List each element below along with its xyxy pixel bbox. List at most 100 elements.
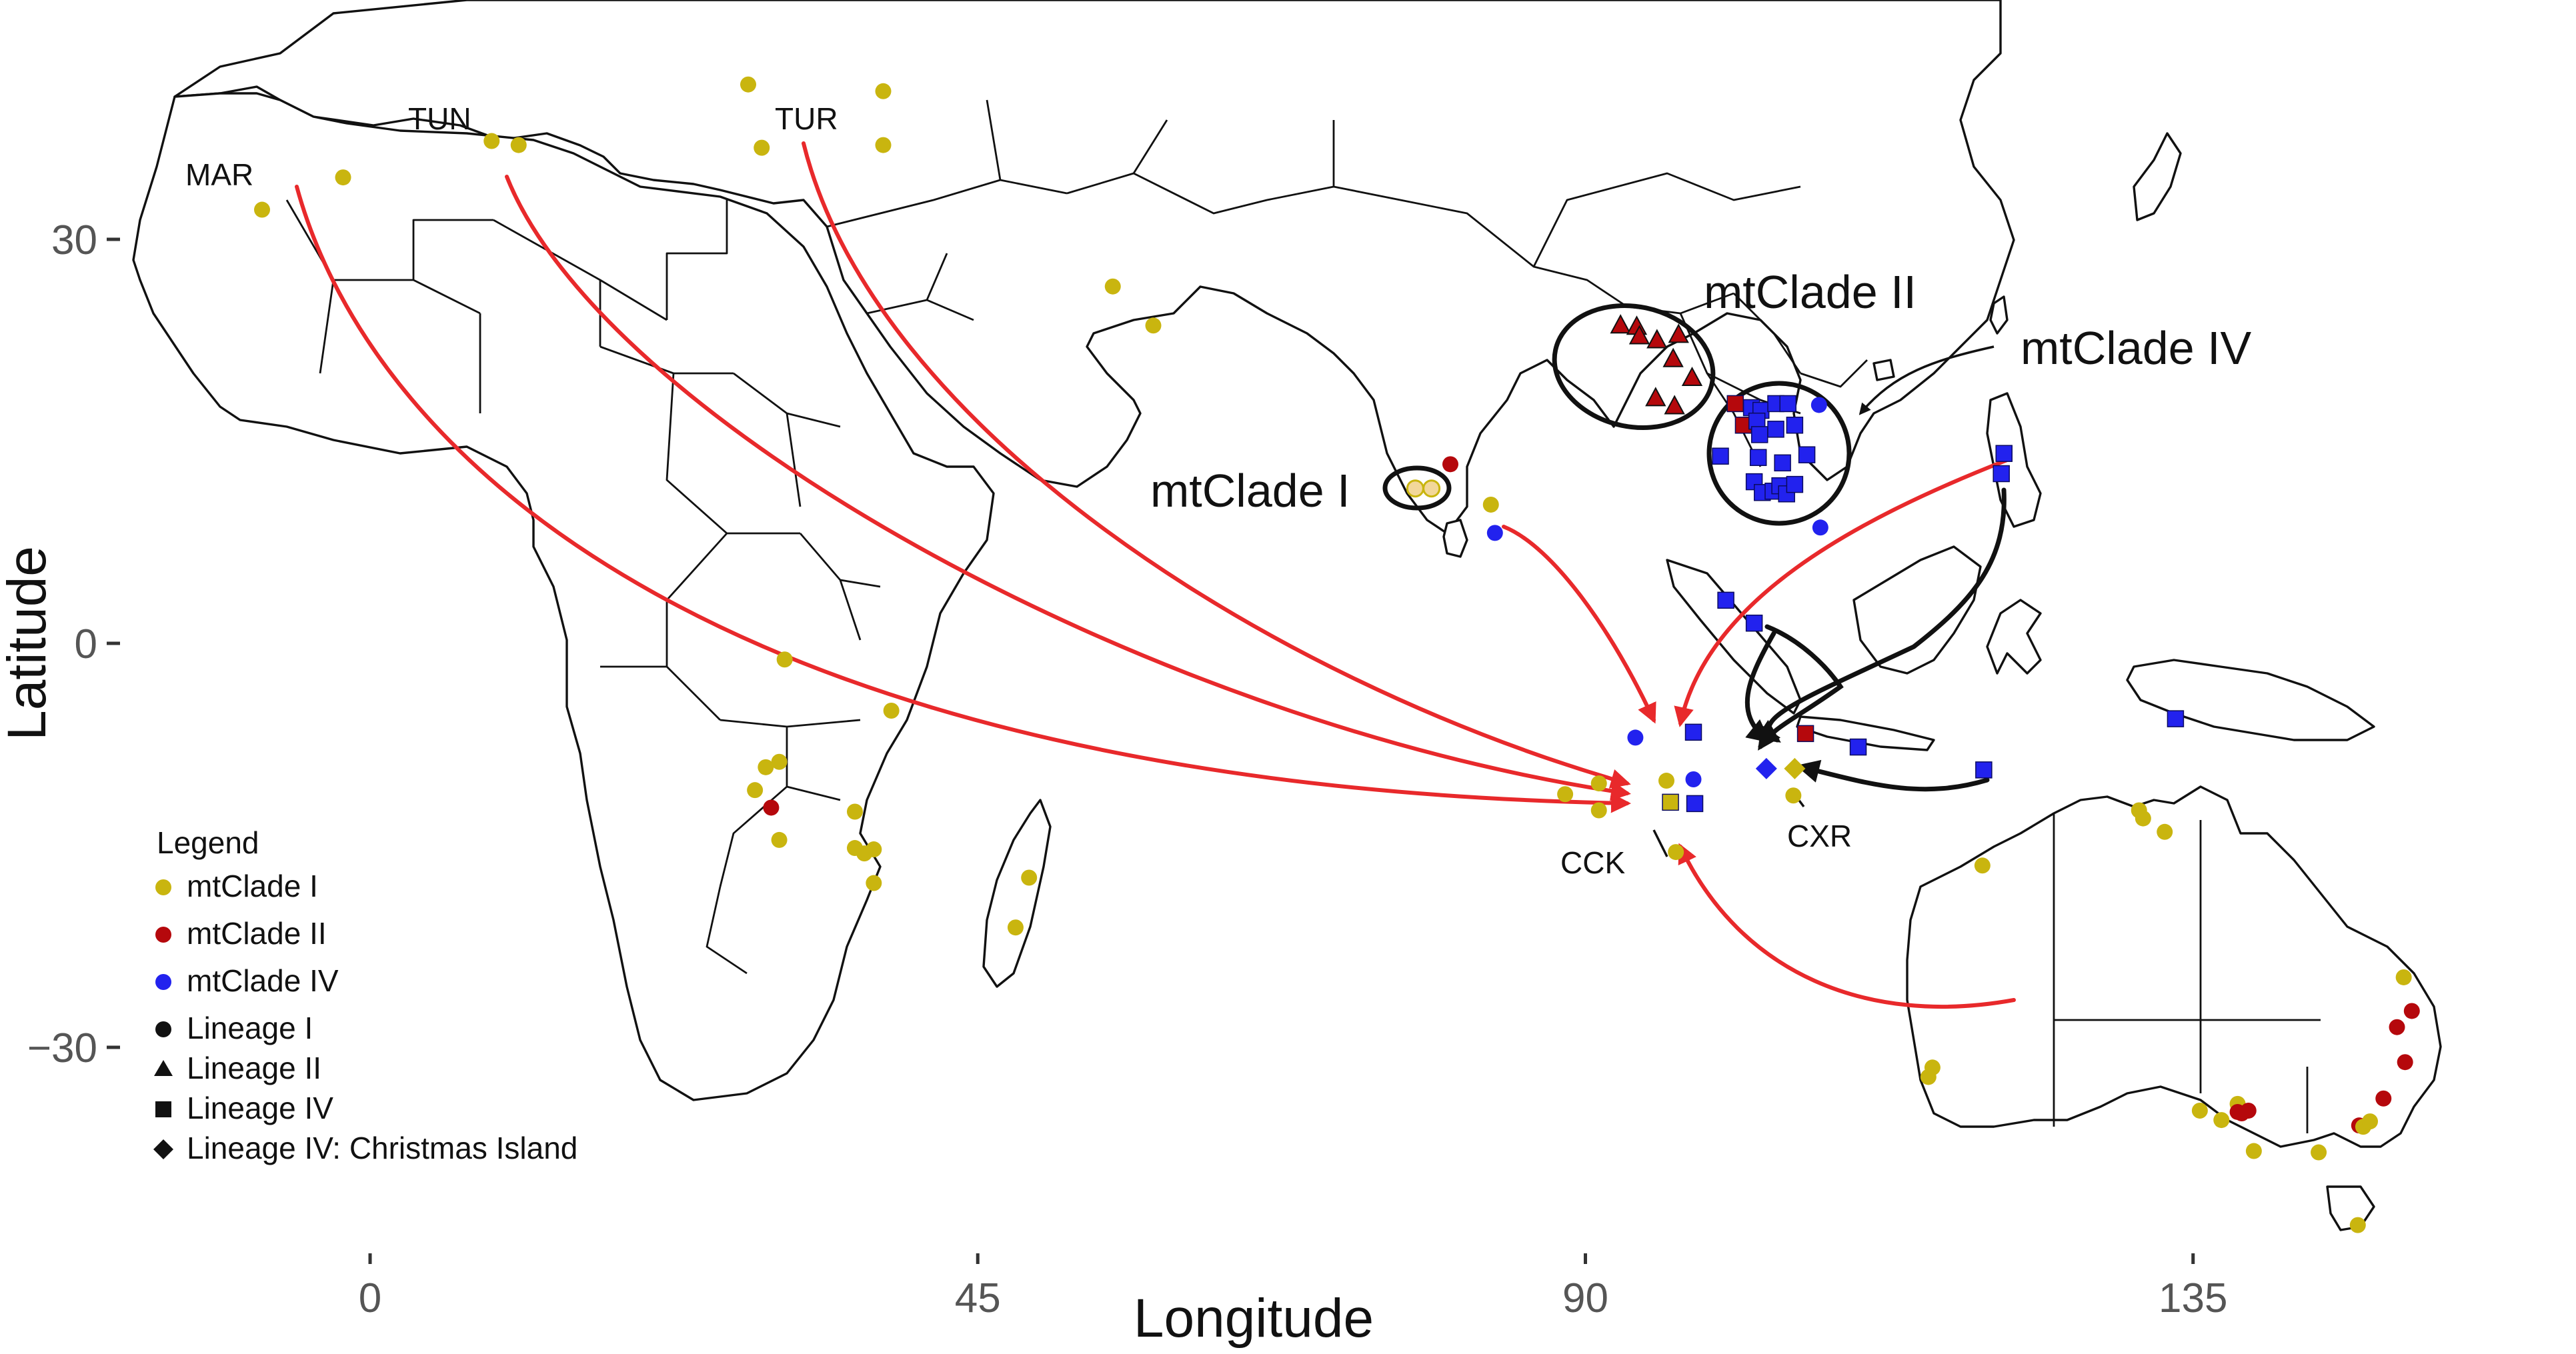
point-triangle	[1645, 387, 1666, 407]
point-square	[1684, 723, 1702, 741]
point-circle	[1658, 773, 1674, 789]
point-circle	[1007, 919, 1024, 936]
point-square	[1849, 738, 1867, 756]
red-dispersal-arrows	[295, 141, 2016, 1009]
land-sulawesi	[1986, 599, 2042, 675]
point-circle	[2229, 1103, 2246, 1120]
black-arrow	[1744, 631, 1776, 743]
point-circle	[1590, 775, 1607, 792]
point-circle	[1482, 496, 1499, 513]
point-circle	[2362, 1113, 2379, 1130]
point-circle	[875, 137, 892, 153]
point-triangle	[1610, 314, 1631, 334]
y-tick-label: −30	[27, 1025, 97, 1071]
x-tick-label: 90	[1562, 1275, 1608, 1321]
point-circle	[2395, 969, 2412, 985]
legend-shape-circle	[155, 1021, 171, 1037]
place-label-cck: CCK	[1560, 845, 1625, 880]
legend-shape-label: Lineage II	[187, 1051, 321, 1085]
point-triangle	[1681, 366, 1703, 387]
red-arrow	[1502, 525, 1656, 724]
black-dispersal-arrows	[1744, 487, 2007, 792]
point-circle	[1406, 479, 1424, 498]
point-circle	[1627, 729, 1644, 746]
land-borneo	[1852, 545, 1982, 675]
land-japan	[2133, 132, 2182, 221]
clade2-ring	[1552, 303, 1716, 431]
sample-points	[254, 76, 2420, 1233]
land-madagascar	[982, 799, 1052, 988]
point-triangle	[1628, 325, 1650, 345]
point-circle	[2311, 1144, 2327, 1161]
point-circle	[1685, 771, 1702, 788]
point-circle	[776, 651, 793, 668]
point-triangle	[1662, 347, 1684, 367]
clade-label-4: mtClade IV	[2021, 322, 2252, 374]
point-circle	[2191, 1102, 2208, 1119]
point-square	[1717, 591, 1734, 609]
point-square	[1767, 421, 1784, 438]
point-circle	[1442, 456, 1458, 473]
point-circle	[510, 137, 527, 153]
legend-color-swatch	[155, 927, 171, 943]
red-arrow	[802, 141, 1631, 789]
border-lines-australia	[2053, 813, 2321, 1133]
border-lines-africa	[285, 199, 881, 975]
point-circle	[2389, 1019, 2405, 1035]
point-triangle	[1664, 395, 1685, 415]
legend-color-label: mtClade IV	[187, 963, 339, 998]
point-square	[1726, 395, 1744, 413]
point-square	[1796, 725, 1814, 743]
landmass-outlines	[132, 0, 2442, 1231]
land-africa-south	[132, 92, 995, 1101]
land-taiwan	[1989, 295, 2009, 335]
point-circle	[1021, 869, 1038, 886]
x-tick-label: 0	[359, 1275, 381, 1321]
point-circle	[763, 799, 780, 816]
point-circle	[740, 76, 756, 93]
point-square	[1993, 465, 2010, 483]
point-circle	[483, 133, 500, 149]
legend-shape-square	[155, 1101, 171, 1117]
point-circle	[747, 782, 764, 799]
point-square	[1749, 449, 1767, 466]
x-tick-label: 135	[2159, 1275, 2227, 1321]
point-circle	[2245, 1143, 2262, 1159]
point-circle	[866, 841, 882, 858]
clade4-pointer	[1858, 345, 1995, 415]
point-circle	[1557, 786, 1574, 803]
point-circle	[754, 139, 770, 156]
point-circle	[1812, 519, 1828, 536]
legend-color-label: mtClade I	[187, 869, 318, 903]
point-triangle	[1646, 329, 1668, 349]
point-circle	[1590, 802, 1607, 819]
y-axis-title: Latitude	[0, 546, 57, 741]
land-new-guinea	[2126, 659, 2375, 741]
point-square	[1995, 445, 2013, 462]
point-circle	[1422, 479, 1441, 498]
legend-shape-label: Lineage I	[187, 1011, 313, 1045]
legend-shape-label: Lineage IV	[187, 1091, 333, 1125]
point-circle	[2213, 1112, 2230, 1129]
legend-shape-label: Lineage IV: Christmas Island	[187, 1131, 577, 1165]
point-circle	[1668, 844, 1684, 861]
red-arrow	[1678, 843, 2016, 1009]
place-label-tun: TUN	[408, 101, 471, 136]
point-circle	[254, 201, 270, 218]
x-tick-label: 45	[955, 1275, 1001, 1321]
point-circle	[771, 753, 788, 770]
point-circle	[875, 83, 892, 99]
clade4-ring	[1706, 381, 1852, 526]
clade1-ring	[1382, 465, 1452, 511]
country-borders	[285, 99, 2321, 1133]
land-australia	[1906, 785, 2442, 1148]
black-arrow	[1758, 624, 1844, 751]
clade-label-1: mtClade I	[1150, 465, 1350, 517]
red-arrow	[295, 185, 1631, 813]
legend-shape-triangle	[154, 1060, 173, 1076]
point-circle	[758, 759, 774, 775]
cck-pointer	[1652, 829, 1668, 857]
